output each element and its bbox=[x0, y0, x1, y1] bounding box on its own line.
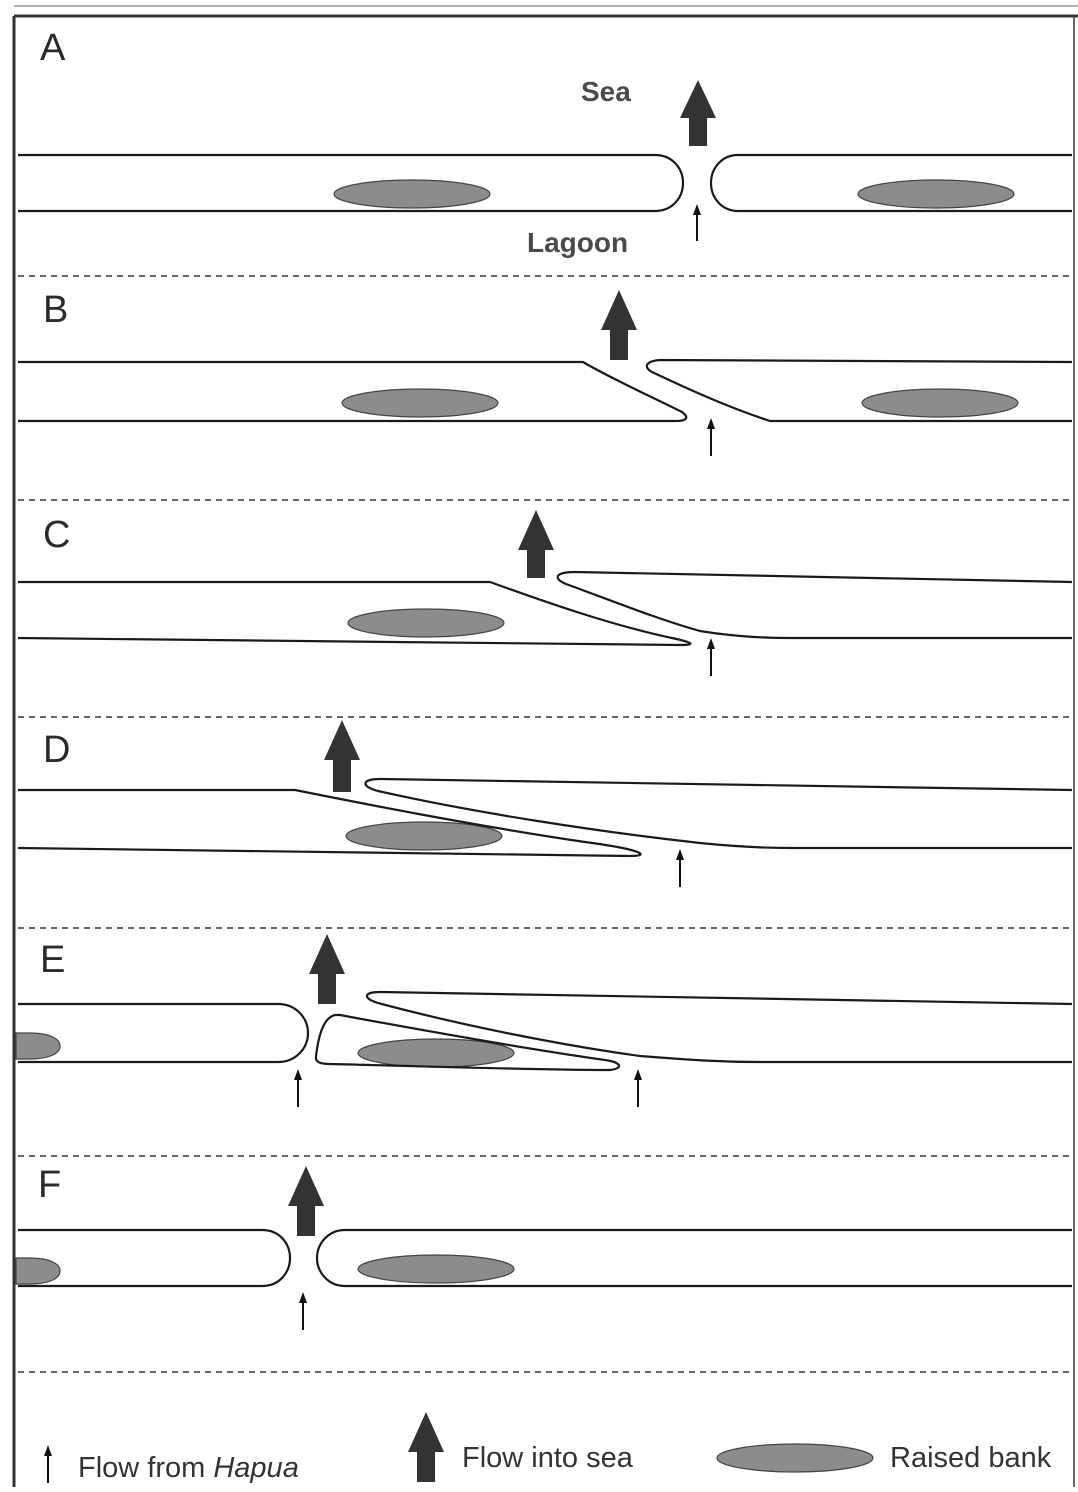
barrier-east bbox=[315, 1228, 1072, 1288]
legend: Flow from Hapua Flow into sea Raised ban… bbox=[44, 1412, 1052, 1484]
panel-label-c: C bbox=[43, 514, 70, 556]
legend-flow-from-prefix: Flow from bbox=[78, 1452, 205, 1484]
legend-flow-into-sea-label: Flow into sea bbox=[462, 1442, 634, 1474]
panel-c: C bbox=[17, 510, 1073, 676]
panel-d: D bbox=[17, 720, 1073, 887]
flow-into-sea-arrow bbox=[601, 290, 637, 360]
flow-from-hapua-arrowhead bbox=[676, 849, 684, 860]
panel-label-d: D bbox=[43, 729, 70, 771]
barrier-east bbox=[364, 777, 1073, 850]
flow-into-sea-arrow bbox=[680, 80, 716, 146]
sea-label: Sea bbox=[581, 76, 631, 107]
flow-from-hapua-arrowhead bbox=[299, 1292, 307, 1303]
panel-b: B bbox=[18, 289, 1073, 456]
flow-from-hapua-arrowhead bbox=[693, 204, 701, 215]
panel-label-f: F bbox=[38, 1164, 61, 1206]
panel-e: E bbox=[15, 934, 1073, 1107]
barrier-west bbox=[18, 153, 685, 213]
raised-bank bbox=[357, 1254, 515, 1284]
legend-flow-from-hapua-arrowhead bbox=[44, 1445, 52, 1456]
panel-label-a: A bbox=[40, 27, 66, 69]
raised-bank bbox=[15, 1257, 61, 1285]
barrier-west bbox=[18, 1228, 292, 1288]
panel-a: A Sea Lagoon bbox=[18, 27, 1072, 258]
raised-bank bbox=[857, 179, 1015, 209]
raised-bank bbox=[347, 608, 505, 638]
panel-f: F bbox=[15, 1164, 1072, 1330]
flow-from-hapua-arrowhead bbox=[294, 1069, 302, 1080]
barrier-east bbox=[645, 358, 1073, 423]
raised-bank bbox=[861, 388, 1019, 418]
barrier-east bbox=[709, 153, 1072, 213]
lagoon-label: Lagoon bbox=[527, 227, 628, 258]
panel-label-e: E bbox=[40, 939, 65, 981]
panel-label-b: B bbox=[43, 289, 68, 331]
legend-flow-from-hapua-label: Flow from Hapua bbox=[78, 1452, 299, 1484]
flow-from-hapua-arrowhead bbox=[707, 418, 715, 429]
flow-into-sea-arrow bbox=[518, 510, 554, 578]
barrier-west bbox=[18, 1002, 310, 1064]
barrier-west bbox=[18, 360, 688, 423]
flow-from-hapua-arrowhead bbox=[707, 638, 715, 649]
barrier-west bbox=[17, 788, 642, 858]
barrier-island bbox=[314, 1013, 621, 1072]
legend-flow-from-name: Hapua bbox=[213, 1452, 298, 1484]
raised-bank bbox=[341, 388, 499, 418]
barrier-west bbox=[17, 580, 692, 647]
flow-from-hapua-arrowhead bbox=[634, 1069, 642, 1080]
flow-into-sea-arrow bbox=[288, 1166, 324, 1236]
raised-bank bbox=[357, 1038, 515, 1068]
barrier-east bbox=[556, 570, 1073, 640]
barrier-east bbox=[365, 990, 1073, 1064]
legend-raised-bank-icon bbox=[716, 1443, 874, 1473]
legend-raised-bank-label: Raised bank bbox=[890, 1442, 1052, 1474]
flow-into-sea-arrow bbox=[324, 720, 360, 792]
raised-bank bbox=[345, 821, 503, 851]
raised-bank bbox=[333, 179, 491, 209]
legend-flow-into-sea-icon bbox=[408, 1412, 444, 1482]
flow-into-sea-arrow bbox=[309, 934, 345, 1004]
raised-bank bbox=[15, 1032, 61, 1060]
